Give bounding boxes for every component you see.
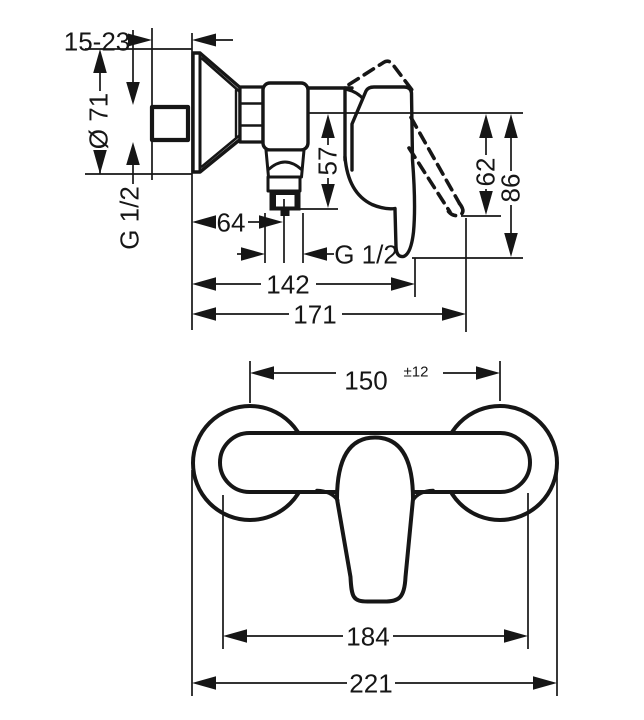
dim-body-width: 184 [222,493,529,651]
dim-connection-centers-label: 150 [344,365,387,395]
dim-wall-depth: 15-23 [64,26,233,56]
dim-body-width-label: 184 [346,621,389,651]
dim-escutcheon-diameter: Ø 71 [83,48,192,175]
arrowhead-left [192,277,216,291]
outlet-connector-bore [276,195,295,207]
dim-overall-width: 221 [191,467,558,698]
outlet-nipple [280,210,290,216]
lever-handle-fill [347,87,415,257]
front-view-dimensions: 150 ±12 184 221 [191,361,558,698]
arrowhead-left [192,676,216,690]
arrowhead-right [504,629,528,643]
lever-handle-front [335,435,415,604]
side-view-dimensions: 15-23 Ø 71 G 1 [64,26,525,332]
dim-axis-to-handle-closed: 62 [461,114,501,217]
arrowhead-right [533,676,557,690]
arrowhead-left [303,247,327,261]
handle-fillet-right [411,488,435,502]
front-view-product [191,404,559,604]
arrowhead-up [321,114,335,138]
escutcheon-rim-bottom [200,133,242,168]
dim-inlet-thread: G 1/2 [114,30,144,250]
arrowhead-up [126,142,140,165]
dim-connection-centers: 150 ±12 [249,361,501,403]
valve-body-underside-curve [343,155,397,211]
dim-axis-to-outlet-label: 57 [312,147,342,176]
arrowhead-left [192,33,216,47]
dim-outlet-thread: G 1/2 [237,213,398,269]
arrowhead-left [192,215,216,229]
arrowhead-down [126,82,140,105]
handle-raised-dashed [347,59,414,92]
front-view: 150 ±12 184 221 [191,361,559,698]
side-view: 15-23 Ø 71 G 1 [64,26,525,332]
dim-wall-to-handle-tip-label: 171 [293,299,336,329]
arrowhead-down [504,233,518,257]
handle-lowered-dashed-bottom [407,146,452,214]
spout-section-arc [266,160,304,172]
arrowhead-down [479,191,493,215]
arrowhead-right [476,366,500,380]
cartridge-housing [261,81,310,152]
dim-axis-to-handle-open: 86 [412,114,525,259]
dim-overall-width-label: 221 [349,668,392,698]
arrowhead-down [93,150,107,174]
handle-lowered-dashed-tip [446,201,465,218]
dim-wall-depth-label: 15-23 [64,26,131,56]
arrowhead-up [504,114,518,138]
arrowhead-right [128,33,152,47]
arrowhead-right [241,247,265,261]
union-nut [238,85,265,144]
dim-wall-to-front-label: 142 [266,269,309,299]
dim-axis-to-handle-open-label: 86 [495,174,525,203]
dim-connection-tolerance-label: ±12 [404,363,429,380]
arrowhead-right [442,307,466,321]
lever-handle-outline [350,85,417,259]
arrowhead-left [250,366,274,380]
dim-axis-to-outlet: 57 [300,114,342,210]
dim-wall-to-front: 142 [192,258,416,299]
handle-fillet-left [315,488,340,502]
arrowhead-left [192,307,216,321]
arrowhead-left [223,629,247,643]
supply-pipe-stub [149,104,191,143]
dim-wall-to-outlet-center-label: 64 [217,207,246,237]
arrowhead-up [93,49,107,73]
dim-wall-to-handle-tip: 171 [192,218,467,332]
dim-inlet-thread-label: G 1/2 [114,186,144,250]
dim-outlet-thread-label: G 1/2 [334,239,398,269]
outlet-step [266,175,302,193]
dim-axis-to-handle-closed-label: 62 [470,158,500,187]
arrowhead-up [479,114,493,138]
arrowhead-down [321,184,335,208]
escutcheon-rim-top [200,57,242,94]
spout-section [264,148,306,179]
dim-escutcheon-diameter-label: Ø 71 [83,93,113,149]
arrowhead-right [259,215,283,229]
handle-lowered-dashed-top [409,115,462,206]
arrowhead-right [391,277,415,291]
side-view-product [149,51,465,259]
